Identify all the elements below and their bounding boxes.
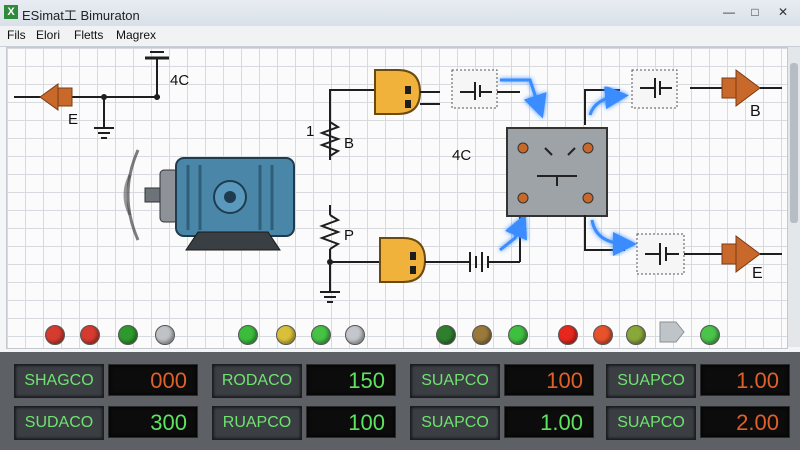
readout-value-6: 1.00 <box>504 406 594 438</box>
capacitor-right-bottom-icon <box>636 233 685 275</box>
resistor-bottom-icon <box>319 205 380 265</box>
readout-value-5: 100 <box>504 364 594 396</box>
maximize-icon[interactable]: □ <box>751 5 759 19</box>
readout-value-7: 1.00 <box>700 364 790 396</box>
controller-block[interactable] <box>506 127 608 217</box>
left-input-arrow-icon[interactable] <box>14 83 160 111</box>
status-led-12 <box>558 325 578 345</box>
play-arrow-icon[interactable] <box>659 321 685 343</box>
minimize-icon[interactable]: — <box>723 5 735 19</box>
status-led-4 <box>155 325 175 345</box>
resistor-top-number: 1 <box>306 123 314 140</box>
controller-input-label: 4C <box>452 147 471 164</box>
readout-label-5: SUAPCO <box>410 364 500 398</box>
menu-bar: Fils Elori Fletts Magrex <box>0 26 800 47</box>
window-title: ESimat工 Bimuraton <box>22 8 140 23</box>
battery-label: 4C <box>170 72 189 89</box>
right-top-output-arrow-icon[interactable] <box>721 69 782 107</box>
readout-label-3: RODACO <box>212 364 302 398</box>
status-led-15 <box>700 325 720 345</box>
readout-value-2: 300 <box>108 406 198 438</box>
readout-value-3: 150 <box>306 364 396 396</box>
resistor-top-label: B <box>344 135 354 152</box>
ground-bottom-icon <box>320 262 340 303</box>
motor-icon[interactable] <box>123 149 295 251</box>
vertical-scrollbar[interactable] <box>787 47 800 347</box>
capacitor-top-icon <box>451 69 498 109</box>
readout-value-8: 2.00 <box>700 406 790 438</box>
status-led-8 <box>345 325 365 345</box>
readout-label-8: SUAPCO <box>606 406 696 440</box>
status-led-13 <box>593 325 613 345</box>
right-bottom-output-arrow-icon[interactable] <box>721 235 782 273</box>
menu-edit[interactable]: Elori <box>36 28 61 42</box>
scrollbar-thumb[interactable] <box>790 63 798 223</box>
left-arrow-label: E <box>68 111 78 128</box>
flow-arrow-bottom-up <box>499 213 527 252</box>
resistor-top-icon <box>319 89 380 160</box>
status-led-10 <box>472 325 492 345</box>
menu-filters[interactable]: Fletts <box>74 28 104 42</box>
readout-label-2: SUDACO <box>14 406 104 440</box>
menu-magrex[interactable]: Magrex <box>116 28 157 42</box>
status-led-11 <box>508 325 528 345</box>
readout-value-4: 100 <box>306 406 396 438</box>
status-led-2 <box>80 325 100 345</box>
status-led-5 <box>238 325 258 345</box>
flow-arrow-right-bottom <box>590 219 637 256</box>
app-icon: X <box>4 5 18 19</box>
right-bottom-arrow-label: E <box>752 265 763 282</box>
menu-file[interactable]: Fils <box>7 28 26 42</box>
readout-label-6: SUAPCO <box>410 406 500 440</box>
readout-label-1: SHAGCO <box>14 364 104 398</box>
status-led-3 <box>118 325 138 345</box>
status-led-9 <box>436 325 456 345</box>
battery-top-icon <box>145 51 169 100</box>
logic-gate-bottom-icon[interactable] <box>379 237 460 283</box>
right-top-arrow-label: B <box>750 103 761 120</box>
status-led-7 <box>311 325 331 345</box>
ground-left-icon <box>94 94 114 139</box>
flow-arrow-right-top <box>588 85 629 116</box>
flow-arrow-to-controller <box>500 78 547 119</box>
close-icon[interactable]: ✕ <box>777 5 789 19</box>
resistor-bottom-label: P <box>344 227 354 244</box>
readout-label-7: SUAPCO <box>606 364 696 398</box>
status-led-14 <box>626 325 646 345</box>
readout-value-1: 000 <box>108 364 198 396</box>
readout-label-4: RUAPCO <box>212 406 302 440</box>
logic-gate-top-icon[interactable] <box>374 69 440 115</box>
capacitor-right-top-icon <box>631 69 678 109</box>
status-led-6 <box>276 325 296 345</box>
status-led-1 <box>45 325 65 345</box>
